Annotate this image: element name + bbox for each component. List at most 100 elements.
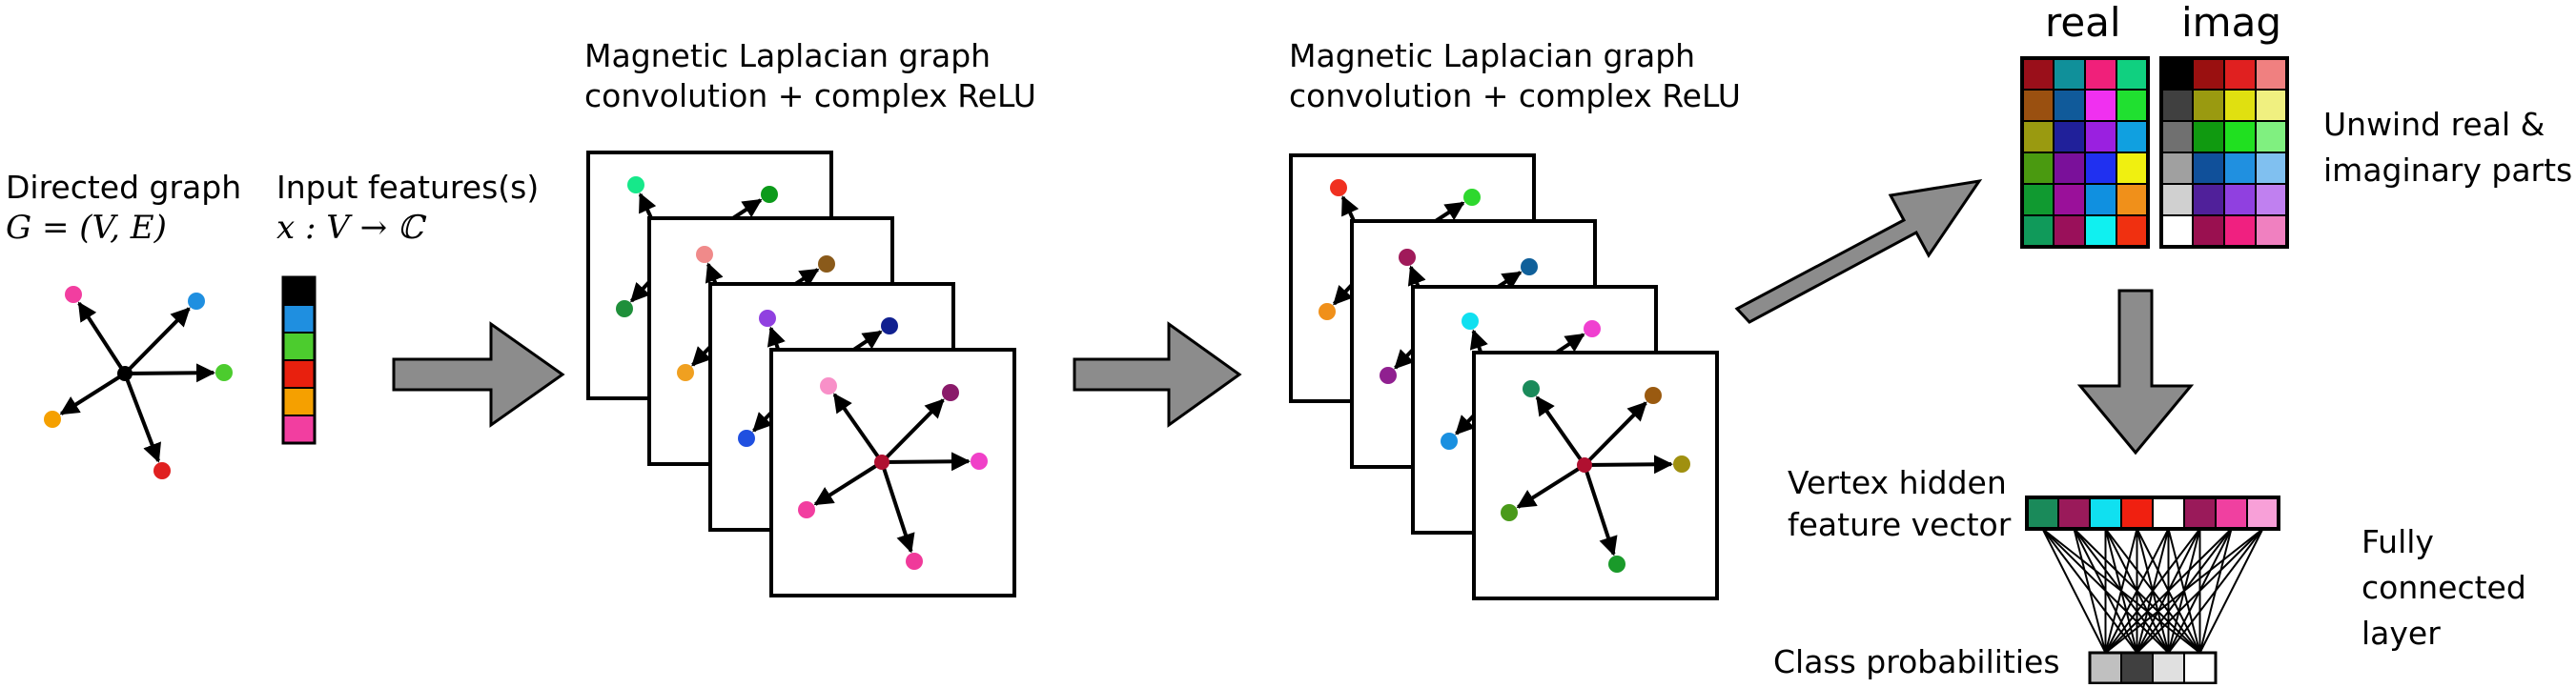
fc-edge bbox=[2136, 528, 2264, 654]
grid-cell bbox=[2021, 89, 2055, 122]
grid-cell bbox=[2053, 183, 2086, 216]
input-directed-graph bbox=[44, 286, 233, 479]
unwind-label-line1: Unwind real & bbox=[2323, 106, 2545, 143]
grid-cell bbox=[2021, 120, 2055, 153]
grid-cell bbox=[2192, 57, 2225, 91]
grid-cell bbox=[2192, 152, 2225, 185]
graph-node bbox=[1645, 387, 1662, 404]
grid-cell bbox=[2084, 57, 2117, 91]
graph-node bbox=[820, 377, 837, 395]
grid-border bbox=[2159, 56, 2289, 249]
grid-cell bbox=[2223, 214, 2257, 248]
class-probability-vector bbox=[2088, 651, 2218, 685]
grid-cell bbox=[2223, 152, 2257, 185]
input-feature-border bbox=[281, 275, 317, 445]
graph-node bbox=[117, 366, 133, 381]
grid-cell bbox=[2255, 152, 2288, 185]
grid-cell bbox=[2223, 57, 2257, 91]
directed-graph-label: Directed graph bbox=[6, 169, 241, 206]
conv2-title-line2: convolution + complex ReLU bbox=[1289, 77, 1741, 114]
hidden-feature-cell bbox=[2089, 496, 2122, 530]
graph-node bbox=[759, 310, 776, 327]
grid-cell bbox=[2192, 214, 2225, 248]
graph-node bbox=[906, 553, 923, 570]
graph-edge bbox=[1583, 464, 1618, 556]
grid-cell bbox=[2255, 183, 2288, 216]
flow-arrow-2 bbox=[1073, 321, 1242, 428]
input-feature-column bbox=[281, 275, 317, 445]
grid-cell bbox=[2223, 183, 2257, 216]
grid-border bbox=[2020, 56, 2150, 249]
graph-node bbox=[942, 384, 959, 401]
graph-edge bbox=[813, 460, 884, 506]
vertex-hidden-line2: feature vector bbox=[1788, 506, 2012, 543]
fc-edge bbox=[2104, 528, 2138, 654]
flow-arrow-3 bbox=[1734, 178, 1983, 324]
grid-cell bbox=[2084, 152, 2117, 185]
fc-edge bbox=[2167, 528, 2264, 654]
graph-node bbox=[1462, 313, 1479, 330]
graph-node bbox=[1399, 249, 1416, 266]
grid-cell bbox=[2160, 152, 2194, 185]
grid-cell bbox=[2255, 57, 2288, 91]
hidden-feature-cell bbox=[2183, 496, 2217, 530]
grid-cell bbox=[2160, 120, 2194, 153]
hidden-feature-cell bbox=[2246, 496, 2280, 530]
graph-frame-border bbox=[1472, 351, 1719, 600]
graph-node bbox=[1380, 367, 1397, 384]
graph-node bbox=[798, 501, 815, 518]
class-probability-cell bbox=[2183, 652, 2217, 684]
graph-node bbox=[215, 364, 233, 381]
flow-arrow-1 bbox=[392, 321, 565, 428]
hidden-vector-border bbox=[2025, 496, 2280, 531]
graph-edge bbox=[880, 461, 915, 554]
graph-edge bbox=[1583, 401, 1647, 467]
grid-cell bbox=[2053, 120, 2086, 153]
grid-cell bbox=[2021, 214, 2055, 248]
grid-cell bbox=[2021, 57, 2055, 91]
graph-node bbox=[616, 300, 633, 317]
graph-edge bbox=[1535, 395, 1586, 467]
flow-arrow-4 bbox=[2076, 289, 2195, 455]
fc-edge bbox=[2073, 528, 2107, 654]
graph-node bbox=[874, 455, 889, 470]
grid-cell bbox=[2223, 120, 2257, 153]
grid-cell bbox=[2255, 89, 2288, 122]
graph-edge bbox=[123, 307, 191, 375]
graph-node bbox=[1441, 433, 1458, 450]
graph-formula: G = (V, E) bbox=[6, 209, 167, 247]
fully-connected-edges bbox=[2041, 528, 2264, 654]
graph-node bbox=[1673, 455, 1690, 473]
class-probability-cell bbox=[2089, 652, 2122, 684]
graph-node bbox=[1608, 556, 1625, 573]
grid-cell bbox=[2160, 89, 2194, 122]
graph-edge bbox=[1584, 455, 1674, 475]
graph-edge bbox=[123, 373, 161, 463]
grid-cell bbox=[2116, 214, 2149, 248]
input-feature-cell bbox=[282, 359, 316, 389]
graph-node bbox=[1577, 457, 1592, 473]
grid-cell bbox=[2116, 57, 2149, 91]
hidden-feature-cell bbox=[2215, 496, 2248, 530]
hidden-feature-cell bbox=[2026, 496, 2059, 530]
graph-edge bbox=[1516, 463, 1586, 509]
graph-node bbox=[696, 246, 713, 263]
hidden-feature-cell bbox=[2120, 496, 2154, 530]
grid-cell bbox=[2116, 152, 2149, 185]
graph-node bbox=[1521, 258, 1538, 275]
grid-cell bbox=[2084, 214, 2117, 248]
grid-cell bbox=[2192, 89, 2225, 122]
grid-cell bbox=[2223, 89, 2257, 122]
real-part-grid bbox=[2020, 56, 2150, 249]
grid-cell bbox=[2255, 120, 2288, 153]
graph-frame-front bbox=[1472, 351, 1719, 600]
grid-cell bbox=[2116, 183, 2149, 216]
graph-frame-front bbox=[769, 348, 1016, 597]
grid-cell bbox=[2255, 214, 2288, 248]
grid-cell bbox=[2192, 120, 2225, 153]
unwind-label-line2: imaginary parts bbox=[2323, 152, 2572, 189]
graph-edge bbox=[124, 363, 216, 383]
grid-cell bbox=[2192, 183, 2225, 216]
graph-edge bbox=[59, 372, 127, 415]
